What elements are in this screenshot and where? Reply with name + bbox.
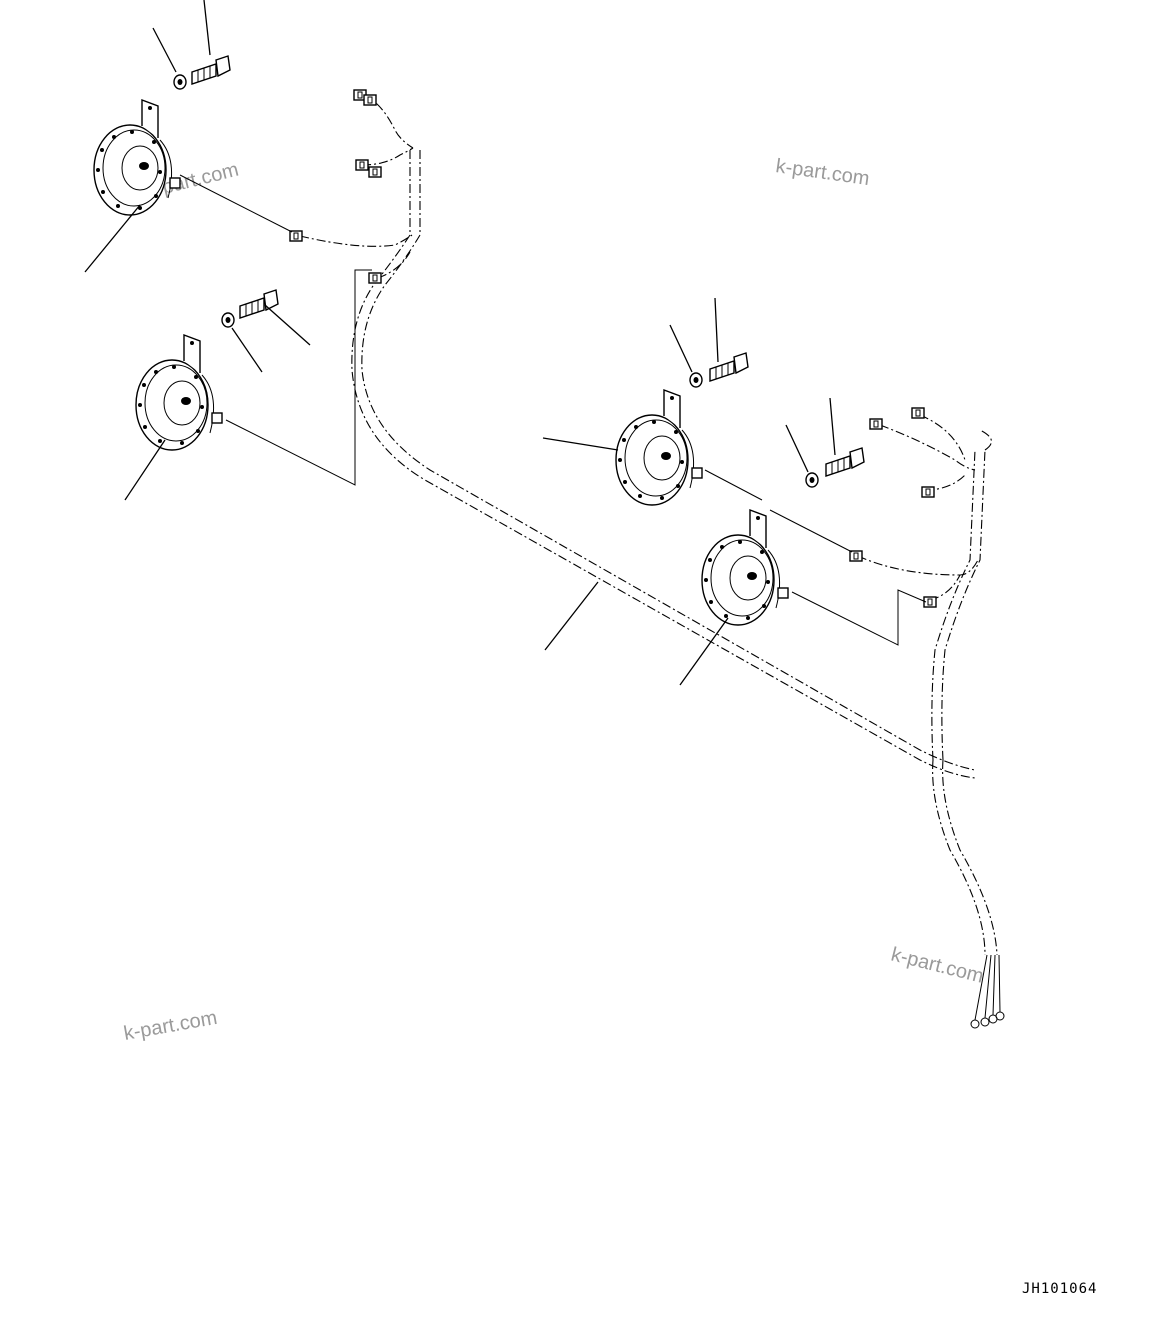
connector-icon xyxy=(363,94,377,106)
connector-icon xyxy=(921,486,935,498)
horn-icon xyxy=(135,334,223,451)
ring-terminal-icon xyxy=(970,954,1005,1029)
watermark-text: k-part.com xyxy=(889,944,986,988)
washer-icon xyxy=(173,74,187,90)
washer-icon xyxy=(805,472,819,488)
connector-icon xyxy=(869,418,883,430)
horn-icon xyxy=(615,389,703,506)
connector-icon xyxy=(368,166,382,178)
drawing-code: JH101064 xyxy=(1022,1281,1097,1297)
connector-icon xyxy=(289,230,303,242)
washer-icon xyxy=(689,372,703,388)
connector-icon xyxy=(368,272,382,284)
connector-icon xyxy=(849,550,863,562)
watermark-text: k-part.com xyxy=(122,1007,219,1045)
bolt-icon xyxy=(709,352,749,382)
leader-lines xyxy=(84,0,836,686)
connector-icon xyxy=(911,407,925,419)
bolt-icon xyxy=(191,55,231,85)
connector-icon xyxy=(355,159,369,171)
bolt-icon xyxy=(825,447,865,477)
bolt-icon xyxy=(239,289,279,319)
watermark-text: k-part.com xyxy=(774,155,871,190)
washer-icon xyxy=(221,312,235,328)
wire-harness-icon xyxy=(351,150,998,956)
horn-icon xyxy=(701,509,789,626)
